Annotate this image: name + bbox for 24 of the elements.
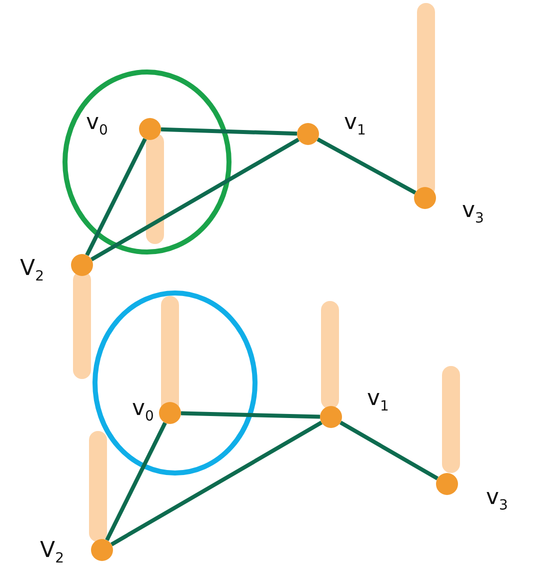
vertex-label: v$_{1}$ xyxy=(367,388,389,414)
vertex-label: v$_{0}$ xyxy=(132,398,154,424)
vertex-label: V$_{2}$ xyxy=(40,540,64,566)
graph-edge xyxy=(110,420,322,546)
graph-edge xyxy=(340,420,438,480)
graph-edge xyxy=(180,411,320,419)
vertex-dot xyxy=(320,406,342,428)
vertex-label: v$_{3}$ xyxy=(462,200,484,226)
vertex-dot xyxy=(159,402,181,424)
vertex-dot xyxy=(139,118,161,140)
graph-edge xyxy=(160,127,298,136)
graph-edge xyxy=(316,138,416,194)
graph-edge xyxy=(105,422,167,542)
graph-edge xyxy=(90,138,300,262)
vertex-dot xyxy=(436,473,458,495)
vertex-dot xyxy=(297,123,319,145)
vertex-label: v$_{1}$ xyxy=(344,112,366,138)
vertex-dot xyxy=(414,187,436,209)
vertex-label: V$_{2}$ xyxy=(20,258,44,284)
vertex-label: v$_{3}$ xyxy=(486,487,508,512)
graph-edge xyxy=(85,138,147,256)
vertex-label: v$_{0}$ xyxy=(86,112,108,138)
vertex-dot xyxy=(71,254,93,276)
vertex-dot xyxy=(91,539,113,561)
